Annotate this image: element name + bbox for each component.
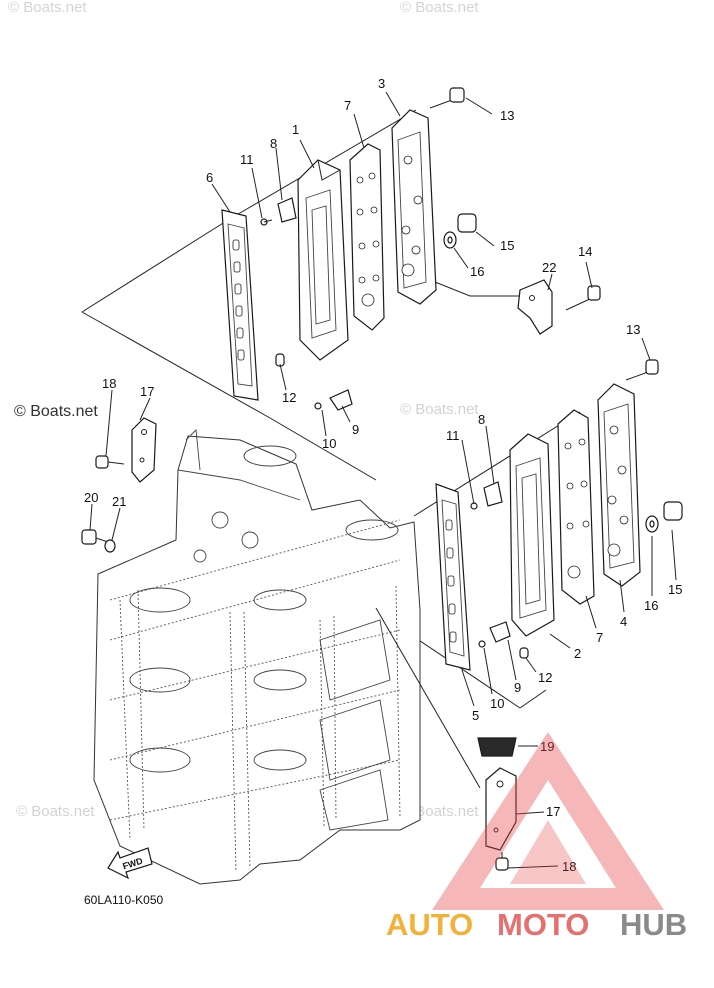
screw-11-upper [260, 218, 273, 226]
callout-14: 14 [578, 244, 592, 259]
callout-15-upper: 15 [500, 238, 514, 253]
gasket-5-lower [435, 483, 471, 671]
callout-7-upper: 7 [344, 98, 351, 113]
cover-3-upper [391, 109, 437, 305]
plate-2-lower [509, 433, 555, 637]
callout-1: 1 [292, 122, 299, 137]
callout-18-lower: 18 [562, 859, 576, 874]
callout-16-lower: 16 [644, 598, 658, 613]
bolt-14 [565, 285, 601, 311]
watermark-text: © Boats.net [16, 803, 95, 820]
brand-logo [432, 732, 664, 910]
bolt-13-upper [429, 87, 465, 109]
brand-text-auto: AUTO [386, 907, 473, 942]
callout-12-upper: 12 [282, 390, 296, 405]
gasket-7-lower [557, 409, 595, 605]
clip-9-upper [329, 389, 353, 411]
screw-10-upper [314, 402, 322, 410]
washer-21 [104, 539, 116, 553]
upper-small-parts [260, 87, 601, 411]
bolt-18-lower [495, 852, 509, 871]
screw-10-lower [478, 640, 486, 648]
callout-4: 4 [620, 614, 627, 629]
watermark-text: © Boats.net [14, 403, 98, 420]
callout-18-left: 18 [102, 376, 116, 391]
callout-8-upper: 8 [270, 136, 277, 151]
callout-3: 3 [378, 76, 385, 91]
bracket-22 [517, 279, 553, 335]
watermark-text: © Boats.net [400, 401, 479, 418]
clip-9-lower [489, 621, 511, 643]
brand-wordmark: AUTO MOTO HUB [386, 907, 687, 942]
callout-6: 6 [206, 170, 213, 185]
watermark-text: © Boats.net [8, 0, 87, 16]
brand-text-moto: MOTO [497, 907, 589, 942]
watermark-group: © Boats.net © Boats.net © Boats.net © Bo… [8, 0, 479, 820]
bolt-13-lower [625, 359, 659, 381]
callout-9-upper: 9 [352, 422, 359, 437]
brand-triangle-inner [510, 820, 586, 884]
part-19 [477, 737, 517, 757]
callout-11-upper: 11 [240, 152, 254, 167]
plate-17-left [131, 417, 157, 483]
callout-10-upper: 10 [322, 436, 336, 451]
leader-lines [89, 91, 677, 869]
gasket-7-upper [349, 143, 385, 331]
fwd-arrow: FWD [107, 847, 153, 880]
cover-4-lower [597, 383, 641, 587]
diagram-code: 60LA110-K050 [84, 893, 164, 907]
left-small-parts [81, 417, 157, 553]
callout-17-left: 17 [140, 384, 154, 399]
callout-19: 19 [540, 739, 554, 754]
callout-13-upper: 13 [500, 108, 514, 123]
engine-block [93, 429, 421, 885]
callout-15-lower: 15 [668, 582, 682, 597]
callout-8-lower: 8 [478, 412, 485, 427]
washer-16-upper [443, 231, 457, 249]
bolt-20 [81, 529, 109, 545]
callout-20: 20 [84, 490, 98, 505]
callout-9-lower: 9 [514, 680, 521, 695]
washer-16-lower [645, 515, 659, 533]
callout-5: 5 [472, 708, 479, 723]
pin-12-lower [519, 647, 529, 659]
plate-17-lower [485, 767, 517, 851]
callout-16-upper: 16 [470, 264, 484, 279]
plate-1-upper [297, 159, 349, 361]
watermark-text: © Boats.net [400, 0, 479, 16]
callout-13-lower: 13 [626, 322, 640, 337]
callout-10-lower: 10 [490, 696, 504, 711]
callout-11-lower: 11 [446, 428, 460, 443]
plug-15-upper [457, 213, 477, 233]
brand-triangle-mark [432, 732, 664, 910]
callout-17-lower: 17 [546, 804, 560, 819]
gasket-6-upper [221, 209, 259, 401]
callout-21: 21 [112, 494, 126, 509]
callout-7-lower: 7 [596, 630, 603, 645]
callout-labels: 3 13 7 1 8 11 6 15 16 22 14 13 12 10 9 1… [84, 76, 682, 874]
bolt-18-left [95, 455, 125, 469]
callout-12-lower: 12 [538, 670, 552, 685]
part-8-lower [483, 481, 503, 507]
part-8-upper [277, 197, 297, 223]
lower-small-parts [470, 359, 683, 871]
plug-15-lower [663, 501, 683, 521]
callout-22: 22 [542, 260, 556, 275]
callout-2: 2 [574, 646, 581, 661]
brand-text-hub: HUB [620, 907, 687, 942]
